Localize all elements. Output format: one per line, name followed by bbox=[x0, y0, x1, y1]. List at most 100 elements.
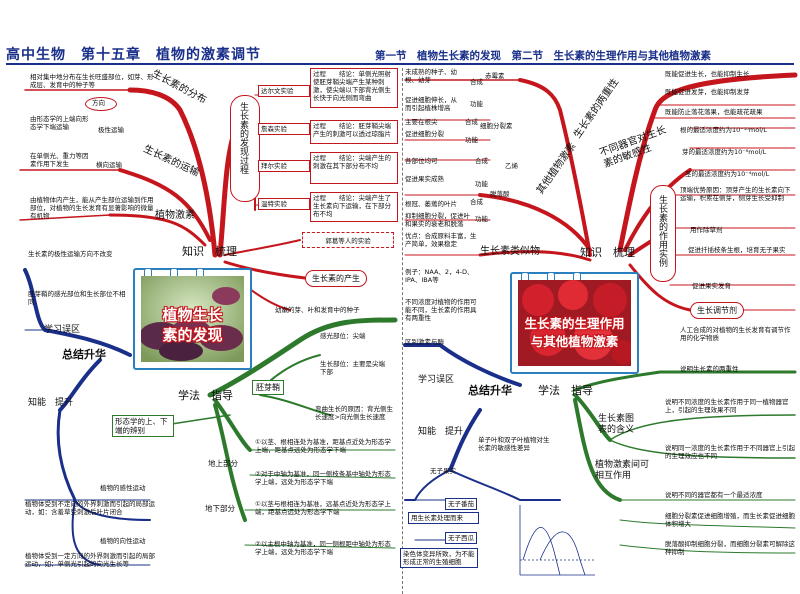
header: 高中生物 第十五章 植物的激素调节 第一节 植物生长素的发现 第二节 生长素的生… bbox=[0, 0, 800, 65]
page-title: 高中生物 第十五章 植物的激素调节 bbox=[6, 47, 261, 63]
abscisic-verb-synth: 合成 bbox=[470, 198, 483, 206]
knowledge-hub-left: 知识 梳理 bbox=[182, 245, 237, 258]
below-rule-2: ②以主根中轴为基准，同一侧根距中轴处为形态学上端，远处为形态学下端 bbox=[255, 540, 391, 556]
cytokinin-function: 促进细胞分裂 bbox=[405, 130, 444, 138]
distribution-note: 相对集中地分布在生长旺盛部位，如芽、形成层、发育中的种子等 bbox=[30, 73, 154, 89]
sensitivity-stem: 茎的最适浓度约为10⁻⁴mol/L bbox=[685, 170, 770, 178]
card-title-line2: 素的发现 bbox=[162, 326, 223, 344]
gibberellin-source: 未成熟的种子、幼根、幼芽 bbox=[405, 68, 457, 84]
process-box-paal: 过程 结论：尖端产生的刺激在其下部分布不均 bbox=[310, 152, 398, 184]
knowledge-hub-right: 知识 梳理 bbox=[580, 246, 635, 259]
ethylene-source: 各部位均可 bbox=[405, 157, 438, 165]
production-note: 幼嫩的芽、叶和发育中的种子 bbox=[275, 306, 360, 314]
seedless-tomato: 无子番茄 bbox=[445, 498, 477, 510]
title-rule bbox=[6, 63, 794, 65]
two-sides-item-3: 既能防止落花落果，也能疏花疏果 bbox=[665, 108, 763, 116]
lateral-transport-desc: 在单侧光、重力等因素作用下发生 bbox=[30, 152, 89, 168]
abscisic-source: 根冠、萎蔫的叶片 bbox=[405, 200, 457, 208]
process-item-went: 温特实验 bbox=[258, 198, 310, 210]
curve-explain-1: 说明不同浓度的生长素作用于同一植物器官上，引起的生理效果不同 bbox=[665, 398, 789, 414]
below-ground: 地下部分 bbox=[205, 504, 235, 513]
morphology-up-down: 形态学的上、下端的辨别 bbox=[112, 415, 174, 437]
hormone-cytokinin: 细胞分裂素 bbox=[480, 122, 513, 130]
hormone-interaction: 植物激素间可相互作用 bbox=[595, 460, 650, 481]
process-box-went: 过程 结论：尖端产生了生长素向下运输，在下部分布不均 bbox=[310, 192, 398, 222]
section-titles: 第一节 植物生长素的发现 第二节 生长素的生理作用与其他植物激素 bbox=[375, 50, 711, 62]
hormone-definition: 由植物体内产生，能从产生部位运输到作用部位，对植物的生长发育有显著影响的微量有机… bbox=[30, 196, 154, 220]
summary-left: 总结升华 bbox=[62, 348, 106, 361]
growth-part: 生长部位：主要是尖端下部 bbox=[320, 360, 385, 376]
ethylene-verb-func: 功能 bbox=[475, 180, 488, 188]
card-photo-right bbox=[518, 280, 635, 366]
summary-right: 总结升华 bbox=[468, 384, 512, 397]
card-right-title-line2: 与其他植物激素 bbox=[530, 334, 619, 349]
abscisic-verb-func: 功能 bbox=[475, 215, 488, 223]
interaction-3: 脱落酸抑制细胞分裂，而细胞分裂素可解除这种抑制 bbox=[665, 540, 795, 556]
monocot-dicot-note: 单子叶和双子叶植物对生长素的敏感性差异 bbox=[478, 436, 550, 452]
ability-right: 知能 提升 bbox=[418, 427, 464, 437]
ability-left: 知能 提升 bbox=[28, 398, 74, 408]
hormone-gibberellin: 赤霉素 bbox=[485, 72, 505, 80]
interaction-1: 说明不同的器官都有一个最适浓度 bbox=[665, 491, 763, 499]
seedless-fruit: 无子果实 bbox=[430, 467, 456, 475]
guo-experiment: 郭葛等人的实验 bbox=[302, 232, 394, 248]
branch-analog: 生长素类似物 bbox=[480, 246, 540, 257]
ethylene-function: 促进果实成熟 bbox=[405, 175, 444, 183]
growth-regulator: 生长调节剂 bbox=[690, 302, 744, 319]
method-left: 学法 指导 bbox=[178, 389, 233, 402]
seedless-tomato-desc: 用生长素处理而来 bbox=[408, 512, 479, 524]
card-auxin-physiology: 生长素的生理作用 与其他植物激素 bbox=[510, 272, 639, 374]
below-rule-1: ①以茎与根相连为基准，远基点近处为形态学上端，距基点远处为形态学下端 bbox=[255, 500, 391, 516]
perception-part: 感光部位：尖端 bbox=[320, 332, 366, 340]
process-item-paal: 拜尔实验 bbox=[258, 160, 310, 172]
application-herbicide: 用作除草剂 bbox=[690, 226, 723, 234]
direction-label: 方向 bbox=[92, 99, 105, 107]
polar-transport-desc: 由形态学的上端向形态学下端运输 bbox=[30, 115, 89, 131]
cytokinin-verb-func: 功能 bbox=[465, 136, 478, 144]
process-item-jensen: 詹森实验 bbox=[258, 123, 310, 135]
above-rule-2: ②对于中轴为基准，同一侧枝条基中轴处为形态学上端，远处为形态学下端 bbox=[255, 470, 391, 486]
tropic-movement-desc: 植物体受到一定方向的外界刺激而引起的局部运动，如：单侧光引起的向光生长等 bbox=[25, 552, 155, 568]
analog-examples: 例子：NAA、2，4-D、IPA、IBA等 bbox=[405, 268, 474, 284]
polar-transport-label: 极性运输 bbox=[98, 126, 124, 134]
branch-application: 生长素的作用实例 bbox=[657, 195, 667, 267]
concentration-note: 不同浓度对植物的作用可能不同，生长素的作用具有两重性 bbox=[405, 298, 477, 322]
seedless-watermelon-desc: 染色体变异所致，为不能形成正常的生殖细胞 bbox=[400, 548, 478, 568]
coleoptile-label: 胚芽鞘 bbox=[252, 380, 284, 395]
cytokinin-verb-synth: 合成 bbox=[465, 118, 478, 126]
sense-part-note: 胚芽鞘的感光部位和生长部位不相同 bbox=[28, 290, 126, 306]
process-item-darwin: 达尔文实验 bbox=[258, 85, 310, 97]
gibberellin-verb-synth: 合成 bbox=[470, 78, 483, 86]
abscisic-function: 抑制细胞分裂，促进叶和果实的衰老和脱落 bbox=[405, 212, 470, 228]
application-rooting: 促进扦插枝条生根，培育无子果实 bbox=[688, 246, 786, 254]
cytokinin-source: 主要在根尖 bbox=[405, 118, 438, 126]
card-title-line1: 植物生长 bbox=[162, 306, 223, 324]
review-right: 学习误区 bbox=[418, 375, 455, 385]
calendar-rings-right bbox=[512, 268, 637, 283]
analog-advantage: 优点：合成原料丰富，生产简单，效果稳定 bbox=[405, 232, 477, 248]
application-apical: 顶端优势原因：顶芽产生的生长素向下运输，积累在侧芽，侧芽生长受抑制 bbox=[680, 186, 791, 202]
branch-hormone: 植物激素 bbox=[155, 210, 195, 221]
bend-reason: 弯曲生长的原因：背光侧生长速度>向光侧生长速度 bbox=[315, 405, 393, 421]
nastic-movement-desc: 植物体受到不定向的外界刺激而引起的局部运动，如：含羞草受刺激后叶片闭合 bbox=[25, 500, 155, 516]
curve-explain-2: 说明同一浓度的生长素作用于不同器官上引起的生理效应也不同 bbox=[665, 444, 795, 460]
card-photo bbox=[139, 276, 244, 362]
sensitivity-bud: 芽的最适浓度约为10⁻⁸mol/L bbox=[682, 148, 767, 156]
two-sides-item-1: 既能促进生长，也能抑制生长 bbox=[665, 70, 750, 78]
method-right: 学法 指导 bbox=[538, 384, 593, 397]
curve-meaning: 生长素图表的含义 bbox=[598, 414, 635, 435]
polar-direction-note: 生长素的极性运输方向不改变 bbox=[28, 250, 113, 258]
branch-discovery-process: 生长素的发现过程 bbox=[238, 102, 248, 174]
hormone-vs-enzyme: 区别激素与酶 bbox=[405, 338, 444, 346]
process-oval bbox=[230, 95, 260, 202]
card-right-title-line1: 生长素的生理作用 bbox=[524, 316, 625, 331]
hormone-ethylene: 乙烯 bbox=[505, 162, 518, 170]
seedless-watermelon: 无子西瓜 bbox=[445, 532, 477, 544]
application-oval bbox=[650, 185, 676, 282]
nastic-movement: 植物的感性运动 bbox=[100, 484, 146, 492]
above-rule-1: ①以茎、根相连处为基准，距基点近处为形态学上端，距基点远处为形态学下端 bbox=[255, 438, 391, 454]
sensitivity-root: 根的最适浓度约为10⁻¹⁰mol/L bbox=[680, 126, 767, 134]
leaves-photo bbox=[139, 276, 244, 362]
page-divider bbox=[402, 68, 403, 594]
gibberellin-function: 促进细胞伸长，从而引起植株增高 bbox=[405, 96, 457, 112]
